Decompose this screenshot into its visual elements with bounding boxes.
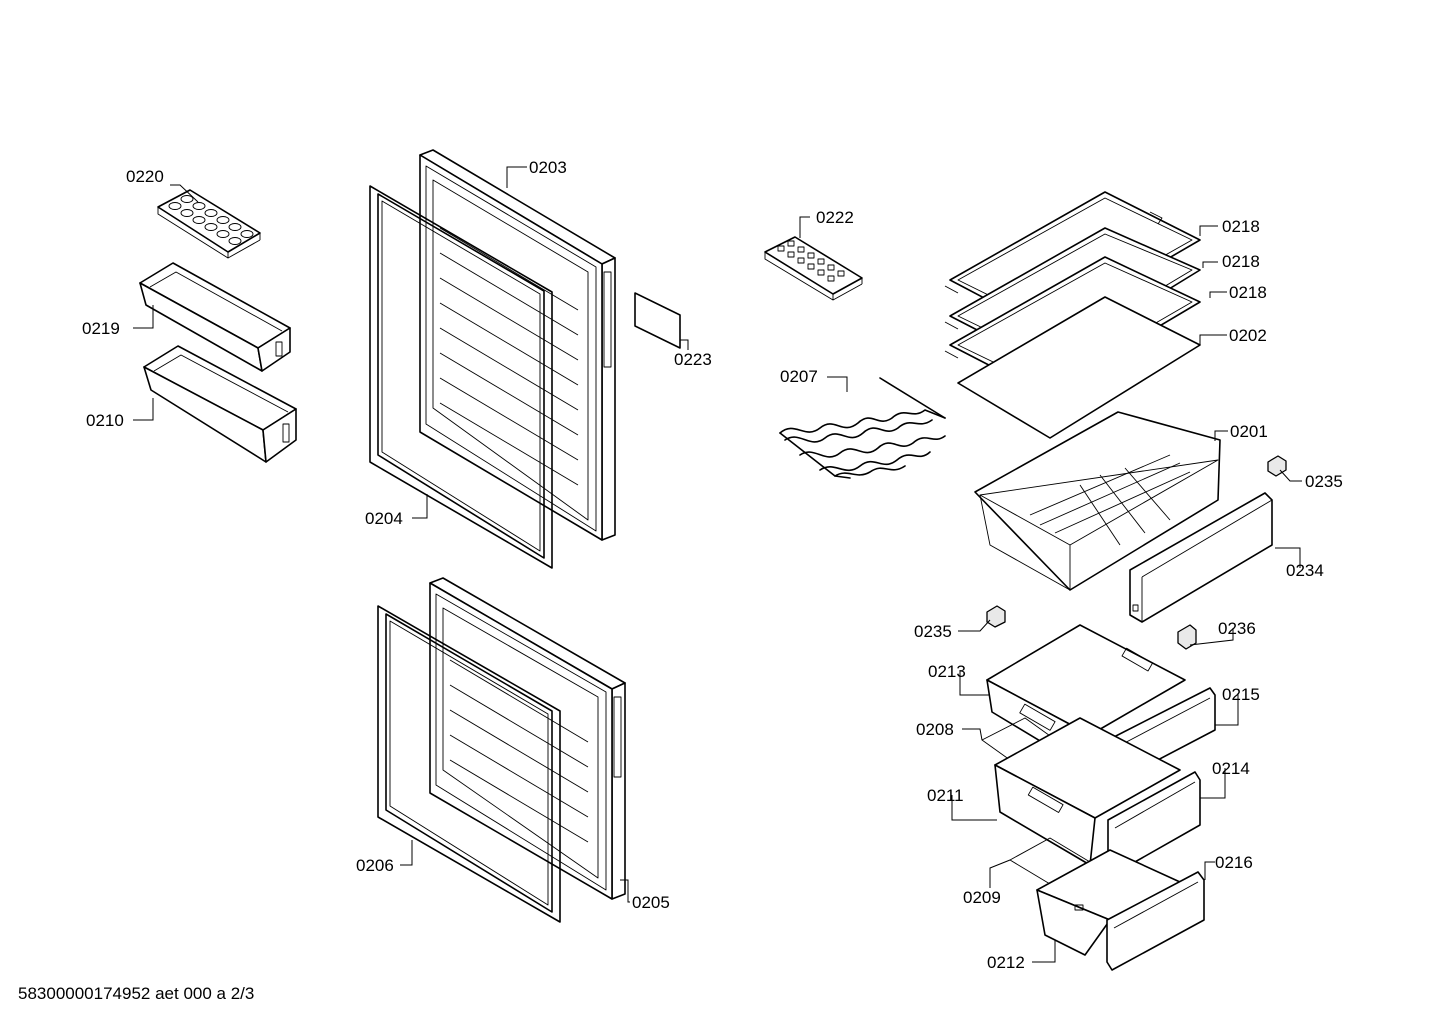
label-0220: 0220 (126, 167, 164, 186)
label-0205: 0205 (632, 893, 670, 912)
label-0212: 0212 (987, 953, 1025, 972)
vegetable-container-part (974, 411, 1221, 591)
label-0236: 0236 (1218, 619, 1256, 638)
rating-label-part (634, 292, 681, 349)
label-0218-c: 0218 (1229, 283, 1267, 302)
ice-cube-tray-part (764, 236, 863, 301)
label-0218-b: 0218 (1222, 252, 1260, 271)
label-0201: 0201 (1230, 422, 1268, 441)
label-0223: 0223 (674, 350, 712, 369)
label-0211: 0211 (927, 786, 964, 805)
door-shelf-lower-part (143, 345, 297, 463)
label-0206: 0206 (356, 856, 394, 875)
label-0222: 0222 (816, 208, 854, 227)
label-0209: 0209 (963, 888, 1001, 907)
label-0218-a: 0218 (1222, 217, 1260, 236)
lower-door-gasket-part (377, 605, 561, 923)
label-0213: 0213 (928, 662, 966, 681)
lower-freezer-door-part (429, 577, 626, 900)
part-labels: 0220 0219 0210 0203 0204 0223 0206 0205 … (82, 158, 1343, 972)
label-0219: 0219 (82, 319, 120, 338)
door-shelf-upper-part (139, 262, 291, 372)
upper-freezer-door-part (419, 149, 616, 541)
label-0235-a: 0235 (1305, 472, 1343, 491)
label-0208: 0208 (916, 720, 954, 739)
drawer-front-lower-part (1106, 871, 1205, 971)
label-0216: 0216 (1215, 853, 1253, 872)
label-0215: 0215 (1222, 685, 1260, 704)
label-0203: 0203 (529, 158, 567, 177)
label-0202: 0202 (1229, 326, 1267, 345)
egg-tray-part (157, 189, 261, 259)
label-0207: 0207 (780, 367, 818, 386)
bottle-rack-part (779, 377, 946, 479)
container-front-panel-part (1129, 492, 1273, 623)
label-0214: 0214 (1212, 759, 1250, 778)
upper-door-gasket-part (369, 185, 553, 569)
label-0235-b: 0235 (914, 622, 952, 641)
label-0210: 0210 (86, 411, 124, 430)
document-id: 58300000174952 aet 000 a 2/3 (18, 984, 254, 1003)
label-0234: 0234 (1286, 561, 1324, 580)
leader-lines (133, 166, 1302, 963)
label-0204: 0204 (365, 509, 403, 528)
